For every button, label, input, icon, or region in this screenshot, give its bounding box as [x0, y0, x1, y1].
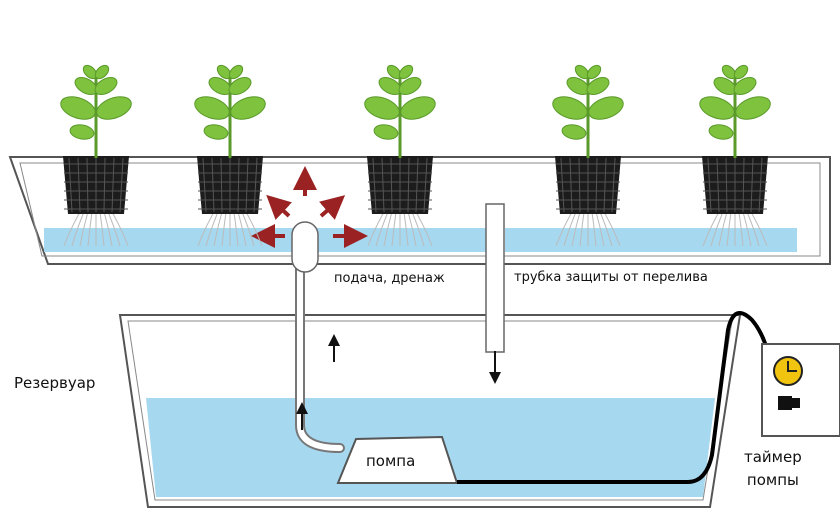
- leaf: [574, 64, 590, 80]
- leaf: [699, 96, 735, 120]
- timer-label-line1: таймер: [744, 448, 802, 466]
- leaf: [228, 64, 244, 80]
- plant-icon: [194, 64, 266, 247]
- plant-icon: [552, 64, 624, 247]
- leaf: [586, 76, 610, 96]
- net-pot-icon: [702, 156, 768, 214]
- overflow-tube: [485, 203, 505, 353]
- leaf: [96, 96, 132, 120]
- leaf: [398, 76, 422, 96]
- leaf: [561, 124, 587, 140]
- leaf: [69, 124, 95, 140]
- plant-icon: [699, 64, 771, 247]
- pump-timer-label: таймер помпы: [744, 446, 802, 492]
- leaf: [94, 64, 110, 80]
- feed-drain-label: подача, дренаж: [334, 271, 445, 286]
- power-cord: [457, 310, 772, 484]
- leaf: [398, 64, 414, 80]
- leaf: [588, 96, 624, 120]
- feed-outlet: [291, 221, 319, 273]
- leaf: [194, 96, 230, 120]
- leaf: [228, 76, 252, 96]
- leaf: [364, 96, 400, 120]
- leaf: [708, 124, 734, 140]
- leaf: [733, 76, 757, 96]
- leaf: [386, 64, 402, 80]
- leaf: [735, 96, 771, 120]
- leaf: [552, 96, 588, 120]
- timer-label-line2: помпы: [746, 471, 799, 489]
- plants: [60, 64, 771, 247]
- leaf: [94, 76, 118, 96]
- net-pot-icon: [555, 156, 621, 214]
- leaf: [203, 124, 229, 140]
- overflow-tube-label: трубка защиты от перелива: [514, 270, 708, 285]
- leaf: [733, 64, 749, 80]
- timer-icon: [761, 343, 840, 437]
- leaf: [721, 64, 737, 80]
- leaf: [586, 64, 602, 80]
- plant-icon: [364, 64, 436, 247]
- net-pot-icon: [63, 156, 129, 214]
- pump-label: помпа: [366, 452, 416, 470]
- tray-water-right: [505, 228, 797, 252]
- net-pot-icon: [367, 156, 433, 214]
- leaf: [60, 96, 96, 120]
- leaf: [373, 124, 399, 140]
- flow-arrows: [251, 166, 368, 248]
- leaf: [82, 64, 98, 80]
- reservoir-label: Резервуар: [14, 374, 96, 392]
- plug-icon: [778, 396, 800, 410]
- plant-icon: [60, 64, 132, 247]
- leaf: [216, 64, 232, 80]
- net-pot-icon: [197, 156, 263, 214]
- leaf: [230, 96, 266, 120]
- leaf: [400, 96, 436, 120]
